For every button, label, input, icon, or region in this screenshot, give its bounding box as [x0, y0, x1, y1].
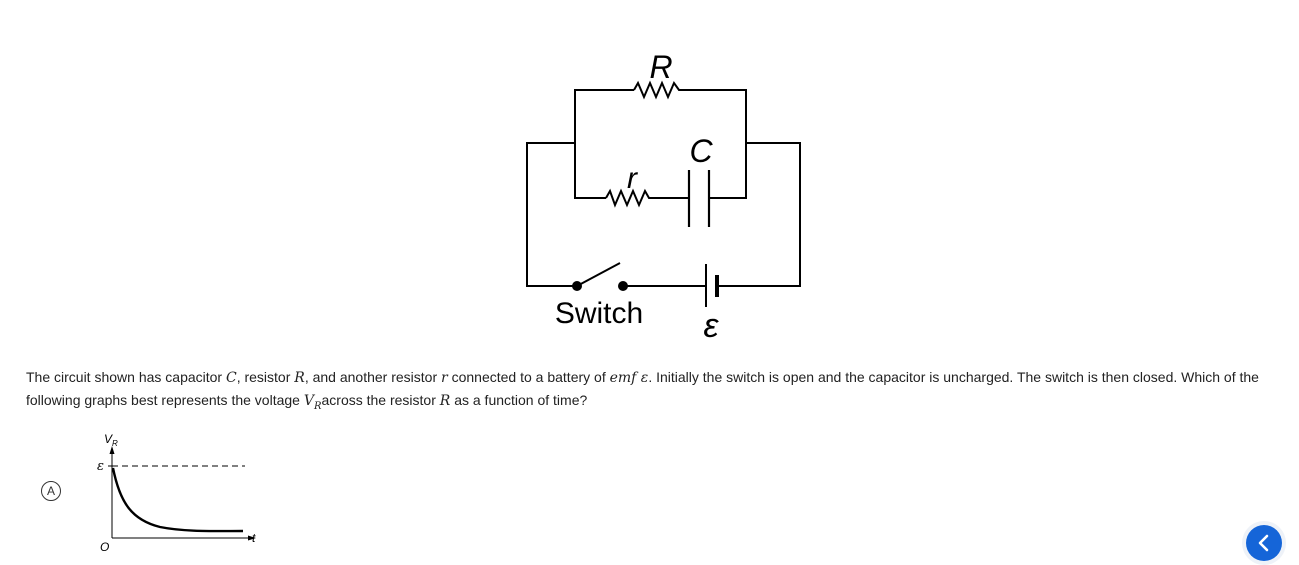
- y-tick-emf: ε: [97, 459, 104, 474]
- math-symbol: VR: [303, 393, 322, 412]
- y-axis-label: VR: [104, 432, 118, 448]
- question-fragment: across the resistor: [321, 392, 440, 408]
- label-r: r: [627, 162, 638, 195]
- question-fragment: connected to a battery of: [447, 369, 610, 385]
- question-fragment: . Initially the switch is open and the c…: [26, 369, 1259, 408]
- math-symbol: R: [294, 370, 305, 386]
- x-axis-arrow: [248, 535, 256, 541]
- question-fragment: , and another resistor: [304, 369, 442, 385]
- math-symbol-subscript: R: [313, 400, 322, 412]
- switch-lever: [576, 262, 621, 287]
- question-text: The circuit shown has capacitor C, resis…: [26, 366, 1278, 418]
- math-symbol: emf ε: [609, 370, 649, 386]
- label-switch: Switch: [555, 297, 643, 330]
- question-fragment: The circuit shown has capacitor: [26, 369, 226, 385]
- switch-contact-right: [618, 281, 628, 291]
- battery-symbol: [705, 264, 719, 307]
- circuit-wires: [526, 80, 801, 287]
- chevron-left-icon: [1258, 534, 1269, 552]
- option-a-graph: VR ε t O: [97, 432, 256, 554]
- math-symbol: r: [441, 370, 448, 386]
- label-R: R: [649, 49, 672, 85]
- math-symbol-base: V: [303, 393, 314, 409]
- math-symbol: R: [439, 393, 451, 409]
- x-axis-label: t: [252, 531, 256, 545]
- math-symbol: C: [225, 370, 237, 386]
- back-button[interactable]: [1246, 525, 1282, 561]
- question-fragment: as a function of time?: [450, 392, 588, 408]
- capacitor-symbol: [687, 170, 711, 227]
- resistor-r-symbol: [605, 188, 689, 208]
- y-axis-arrow: [109, 446, 115, 454]
- label-C: C: [689, 133, 713, 169]
- label-emf: ε: [704, 307, 720, 345]
- origin-label: O: [100, 540, 109, 554]
- decay-curve: [111, 467, 244, 533]
- option-a-radio[interactable]: A: [41, 481, 61, 501]
- graph-axes: [111, 452, 250, 539]
- switch-contact-left: [572, 281, 582, 291]
- question-fragment: , resistor: [236, 369, 295, 385]
- y-axis-label-subscript: R: [112, 439, 118, 448]
- circuit-diagram: R C r Switch ε: [526, 49, 801, 345]
- resistor-R-symbol: [633, 80, 681, 100]
- y-axis-label-base: V: [104, 432, 113, 446]
